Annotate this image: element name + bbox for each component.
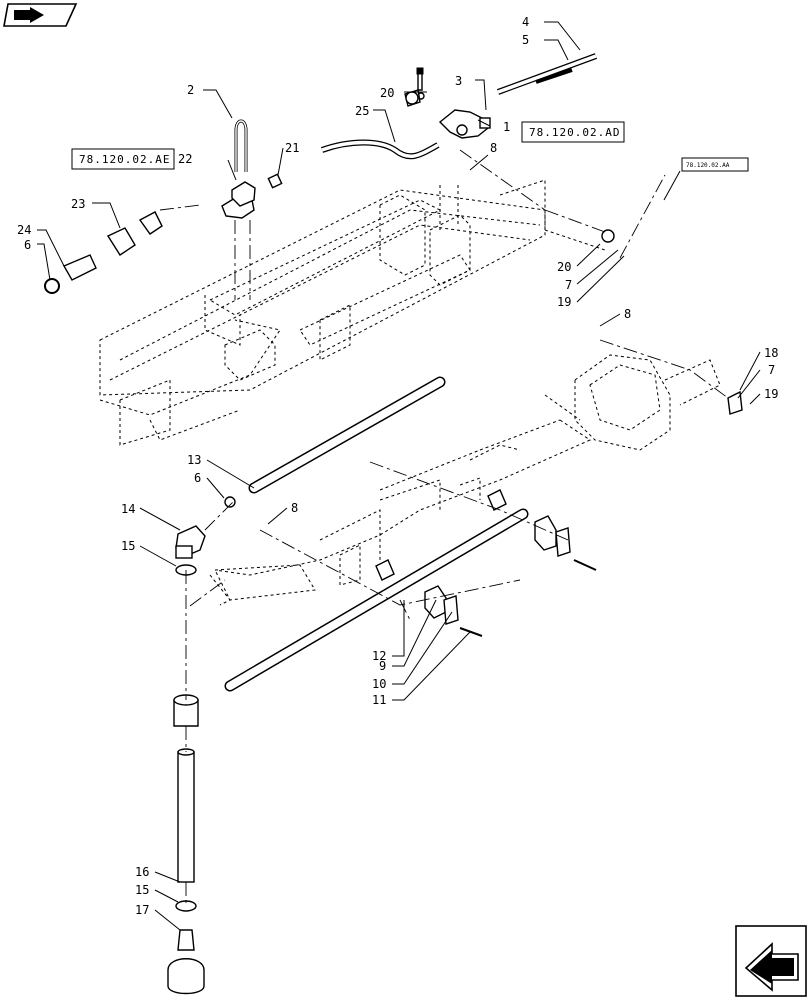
reference-small-label: 78.120.02.AA — [686, 162, 730, 169]
reference-box-small[interactable]: 78.120.02.AA — [681, 157, 749, 172]
callout-25: 25 — [355, 104, 369, 118]
hose-25-core — [321, 140, 439, 159]
centerlines — [159, 149, 729, 906]
callout-16: 16 — [135, 865, 149, 879]
callout-12: 12 — [372, 649, 386, 663]
book-navigation-icon[interactable] — [3, 3, 78, 27]
callout-3: 3 — [455, 74, 462, 88]
clamps — [375, 91, 743, 637]
callout-6-top: 6 — [24, 238, 31, 252]
reference-box-ae[interactable]: 78.120.02.AE — [71, 148, 175, 170]
callout-14: 14 — [121, 502, 135, 516]
reference-ad-label: 78.120.02.AD — [529, 126, 620, 139]
valve-assembly — [404, 67, 491, 139]
callout-11: 11 — [372, 693, 386, 707]
callout-21: 21 — [285, 141, 299, 155]
vertical-drop — [167, 525, 206, 995]
callout-19-top: 19 — [557, 295, 571, 309]
bracket-22 — [221, 119, 256, 219]
callout-8-mid: 8 — [624, 307, 631, 321]
fittings-left — [44, 173, 283, 294]
callout-4: 4 — [522, 15, 529, 29]
callout-2: 2 — [187, 83, 194, 97]
leader-lines — [37, 21, 761, 931]
callout-13: 13 — [187, 453, 201, 467]
callout-5: 5 — [522, 33, 529, 47]
callout-1: 1 — [503, 120, 510, 134]
boom-frame — [99, 179, 606, 446]
right-boom-frame — [209, 354, 721, 606]
callout-19-right: 19 — [764, 387, 778, 401]
callout-18: 18 — [764, 346, 778, 360]
callout-17: 17 — [135, 903, 149, 917]
callout-9: 9 — [379, 659, 386, 673]
next-page-arrow-icon[interactable] — [735, 925, 807, 997]
callout-15-top: 15 — [121, 539, 135, 553]
callout-6-mid: 6 — [194, 471, 201, 485]
callout-20-top: 20 — [380, 86, 394, 100]
callout-labels: 2 4 5 3 20 25 1 8 21 22 23 24 6 20 7 19 … — [17, 15, 778, 917]
callout-22: 22 — [178, 152, 192, 166]
callout-24: 24 — [17, 223, 31, 237]
callout-8-low: 8 — [291, 501, 298, 515]
callout-23: 23 — [71, 197, 85, 211]
pipe-12 — [224, 508, 529, 692]
callout-7-top: 7 — [565, 278, 572, 292]
callout-7-right: 7 — [768, 363, 775, 377]
callout-10: 10 — [372, 677, 386, 691]
pipe-13 — [224, 376, 446, 508]
callout-20-right: 20 — [557, 260, 571, 274]
callout-8-top: 8 — [490, 141, 497, 155]
reference-box-ad[interactable]: 78.120.02.AD — [521, 121, 625, 143]
reference-ae-label: 78.120.02.AE — [79, 153, 170, 166]
callout-15-bottom: 15 — [135, 883, 149, 897]
pipe-4-5 — [496, 53, 598, 95]
